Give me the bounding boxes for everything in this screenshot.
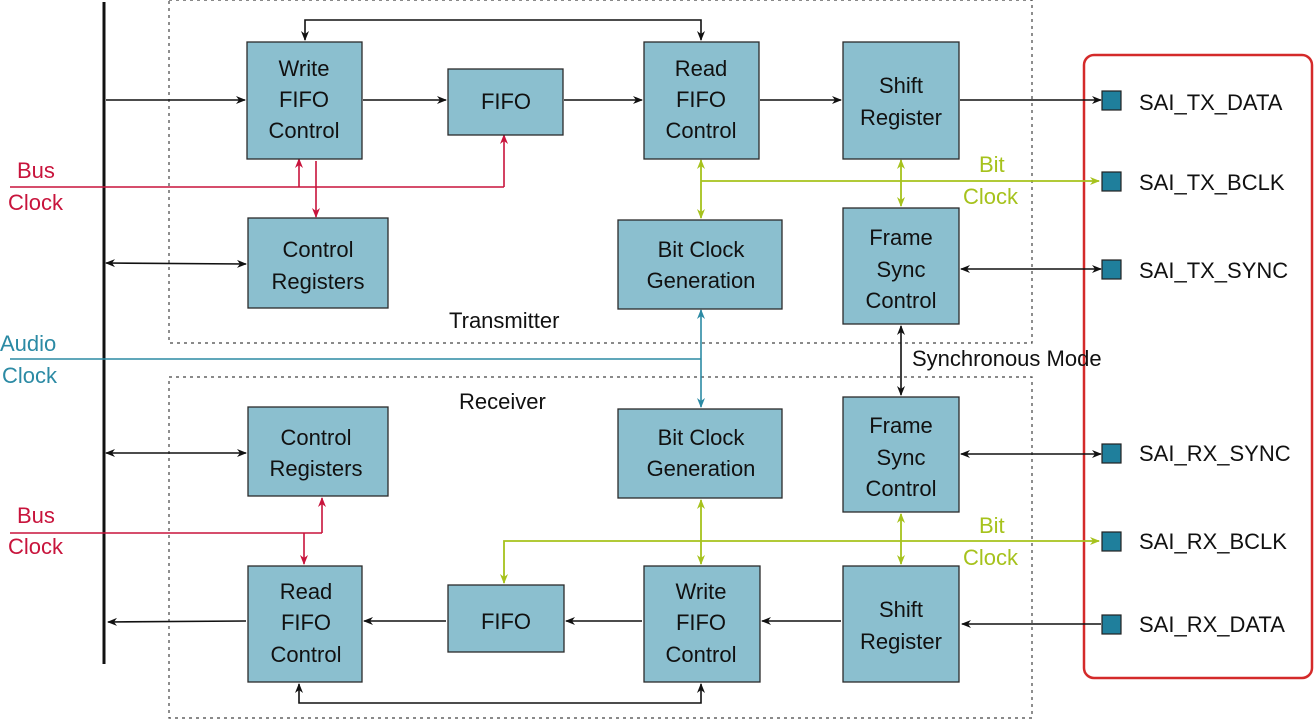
rx-frame-sync-control-block: Frame Sync Control	[842, 396, 960, 513]
pin-label: SAI_RX_SYNC	[1139, 441, 1291, 466]
pin-sai-rx-data: SAI_RX_DATA	[1101, 612, 1285, 637]
rx-write-fifo-control-block: Write FIFO Control	[643, 565, 761, 683]
pin-square	[1101, 259, 1122, 280]
block-label-line: FIFO	[676, 87, 726, 112]
audio-clock-label-line1: Audio	[0, 331, 56, 356]
tx-bit-clock-generation-block: Bit Clock Generation	[617, 219, 783, 310]
transmitter-label: Transmitter	[449, 308, 559, 333]
block-label-line: Read	[280, 579, 333, 604]
pin-square	[1101, 614, 1122, 635]
bus-clock-bottom-label-line1: Bus	[17, 503, 55, 528]
block-label-line: Read	[675, 56, 728, 81]
rx-bit-clock-label-line2: Clock	[963, 545, 1019, 570]
pin-sai-rx-bclk: SAI_RX_BCLK	[1101, 529, 1287, 554]
block-label-line: Shift	[879, 73, 923, 98]
transmitter-region	[168, 0, 1033, 344]
pin-square	[1101, 443, 1122, 464]
tx-bit-clock-label-line1: Bit	[979, 152, 1005, 177]
bus-clock-top-label-line1: Bus	[17, 158, 55, 183]
bus-clock-top-label-line2: Clock	[8, 190, 64, 215]
block-label-line: Bit Clock	[658, 237, 746, 262]
rx-fifo-pointer-link	[295, 683, 705, 704]
block-label-line: FIFO	[281, 610, 331, 635]
block-label-line: Generation	[647, 268, 756, 293]
block-label-line: Write	[676, 579, 727, 604]
pin-group-border	[1082, 53, 1314, 680]
block-label-line: Sync	[877, 445, 926, 470]
rx-bit-clock-generation-block: Bit Clock Generation	[617, 408, 783, 499]
rx-shift-register-block: Shift Register	[842, 565, 960, 683]
block-label-line: FIFO	[279, 87, 329, 112]
block-label-line: Control	[666, 642, 737, 667]
rx-bit-clock-label-line1: Bit	[979, 513, 1005, 538]
block-label-line: Control	[666, 118, 737, 143]
pin-label: SAI_TX_SYNC	[1139, 258, 1288, 283]
pin-square	[1101, 531, 1122, 552]
block-label-line: Control	[269, 118, 340, 143]
rx-read-fifo-control-block: Read FIFO Control	[247, 565, 363, 683]
block-label-line: Shift	[879, 597, 923, 622]
block-label-line: FIFO	[481, 89, 531, 114]
block-label-line: Control	[866, 288, 937, 313]
block-label-line: FIFO	[481, 609, 531, 634]
pin-label: SAI_TX_BCLK	[1139, 170, 1285, 195]
block-label-line: Write	[279, 56, 330, 81]
block-label-line: Registers	[270, 456, 363, 481]
receiver-label: Receiver	[459, 389, 546, 414]
tx-bit-clock-label-line2: Clock	[963, 184, 1019, 209]
rx-control-registers-block: Control Registers	[247, 406, 389, 497]
bus-clock-bottom-label-line2: Clock	[8, 534, 64, 559]
block-label-line: FIFO	[676, 610, 726, 635]
tx-write-fifo-control-block: Write FIFO Control	[246, 41, 363, 160]
pin-sai-tx-data: SAI_TX_DATA	[1101, 90, 1283, 115]
tx-fifo-pointer-link	[301, 19, 705, 41]
pin-label: SAI_RX_BCLK	[1139, 529, 1287, 554]
tx-fifo-block: FIFO	[447, 68, 564, 136]
tx-frame-sync-control-block: Frame Sync Control	[842, 207, 960, 325]
block-label-line: Frame	[869, 225, 933, 250]
pin-label: SAI_TX_DATA	[1139, 90, 1283, 115]
block-label-line: Register	[860, 105, 942, 130]
pin-square	[1101, 90, 1122, 111]
tx-read-fifo-control-block: Read FIFO Control	[643, 41, 760, 160]
tx-control-registers-block: Control Registers	[247, 217, 389, 309]
rx-fifo-block: FIFO	[447, 584, 565, 653]
synchronous-mode-label: Synchronous Mode	[912, 346, 1102, 371]
block-label-line: Bit Clock	[658, 425, 746, 450]
block-label-line: Registers	[272, 269, 365, 294]
block-label-line: Control	[271, 642, 342, 667]
block-label-line: Register	[860, 629, 942, 654]
tx-shift-register-block: Shift Register	[842, 41, 960, 160]
bus-to-tx-control-registers-arrow	[105, 259, 247, 268]
block-label-line: Sync	[877, 257, 926, 282]
pin-square	[1101, 171, 1122, 192]
rx-read-to-bus-arrow	[107, 617, 247, 626]
block-label-line: Control	[866, 476, 937, 501]
pin-label: SAI_RX_DATA	[1139, 612, 1285, 637]
block-label-line: Frame	[869, 413, 933, 438]
audio-clock-label-line2: Clock	[2, 363, 58, 388]
pin-sai-rx-sync: SAI_RX_SYNC	[1101, 441, 1291, 466]
pin-sai-tx-sync: SAI_TX_SYNC	[1101, 258, 1288, 283]
pin-sai-tx-bclk: SAI_TX_BCLK	[1101, 170, 1285, 195]
block-label-line: Generation	[647, 456, 756, 481]
block-label-line: Control	[281, 425, 352, 450]
block-label-line: Control	[283, 237, 354, 262]
